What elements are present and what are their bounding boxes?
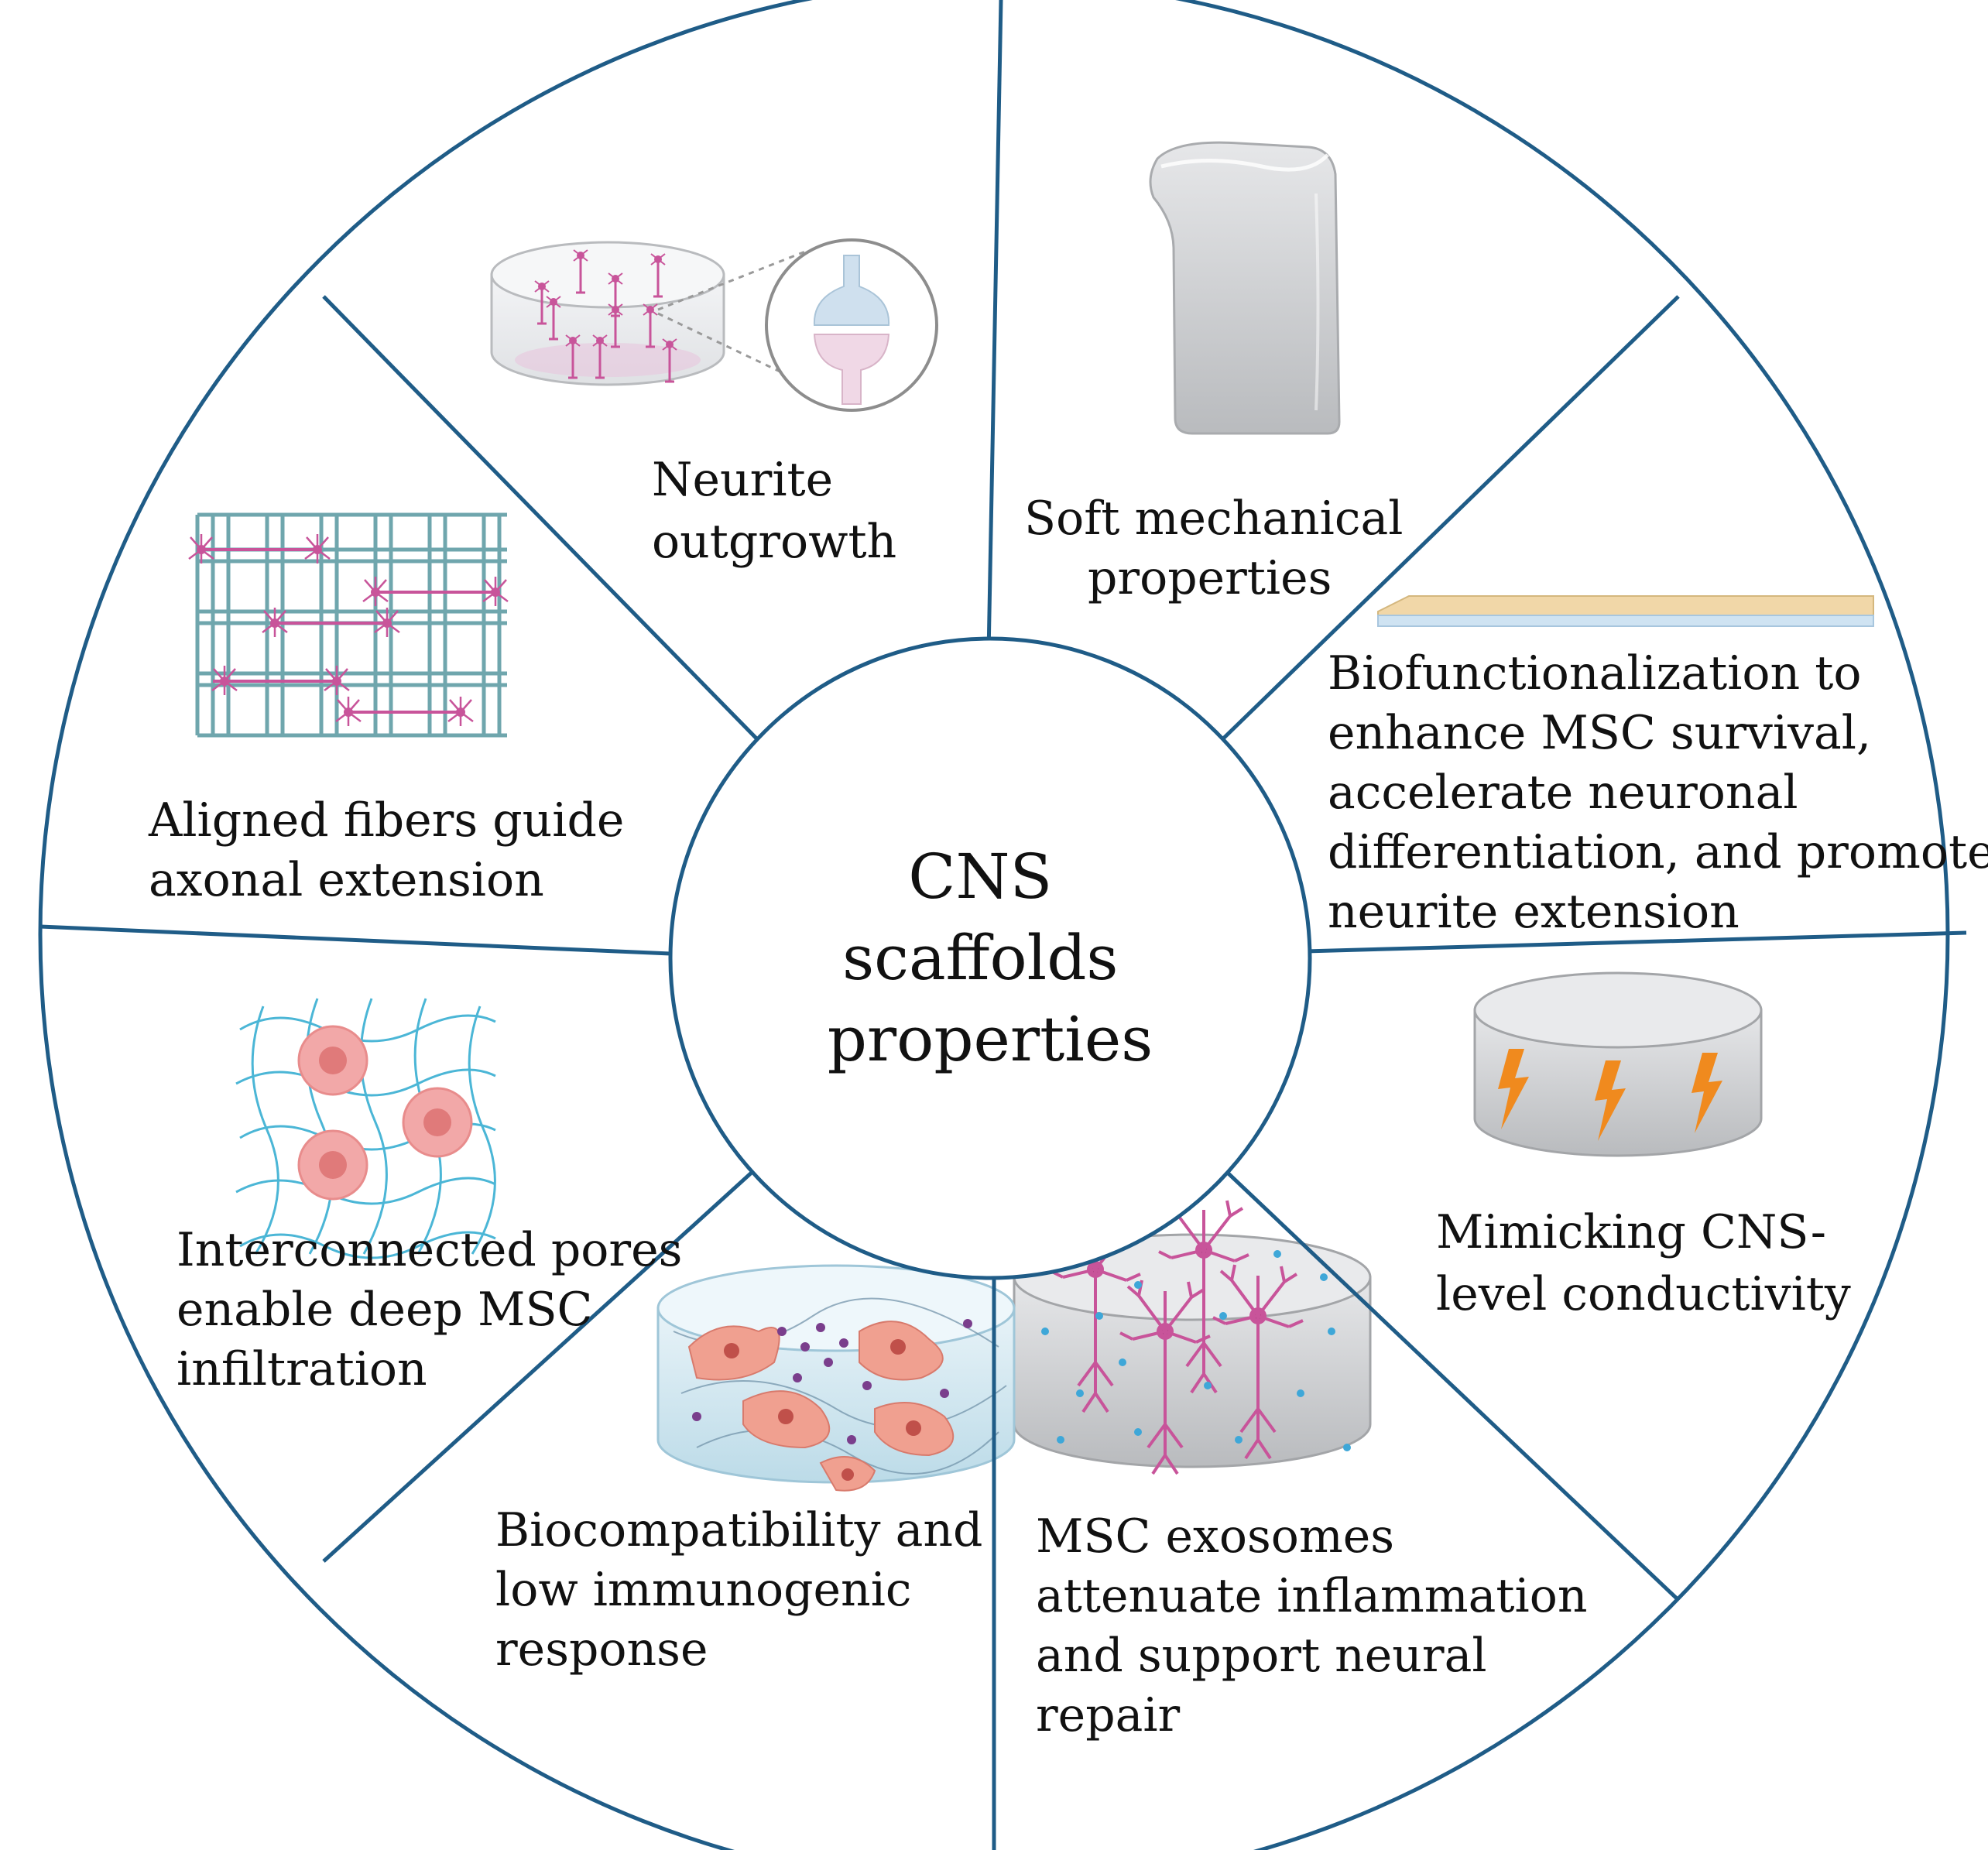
segment-label-interconnected-pores: Interconnected pores enable deep MSC inf… (177, 1223, 697, 1396)
conductive-scaffold-lightning-icon (1473, 971, 1763, 1157)
wheel-outline (38, 0, 1967, 1850)
cells-in-hydrogel-icon (656, 1264, 1016, 1492)
segment-label-biofunctionalization: Biofunctionalization to enhance MSC surv… (1328, 646, 1988, 939)
center-label-line: scaffolds (842, 922, 1118, 994)
center-circle (668, 636, 1312, 1280)
divider-top (986, 0, 1003, 655)
aligned-fiber-grid-icon (187, 512, 509, 738)
segment-label-conductivity: Mimicking CNS- level conductivity (1436, 1205, 1851, 1321)
segment-label-soft-mechanical: Soft mechanical properties (1024, 492, 1418, 605)
divider-upper-left (322, 295, 764, 746)
segment-label-aligned-fibers: Aligned fibers guide axonal extension (148, 793, 639, 907)
soft-gel-block-icon (1149, 141, 1341, 435)
center-label: CNS scaffolds properties (828, 841, 1153, 1075)
neurons-exosomes-scaffold-icon (1013, 1197, 1372, 1475)
divider-right (1304, 930, 1967, 954)
coated-layer-icon (1377, 595, 1874, 627)
neuron-scaffold-synapse-icon (490, 238, 938, 412)
segment-label-biocompatibility: Biocompatibility and low immunogenic res… (495, 1503, 997, 1677)
divider-lower-right (1215, 1161, 1680, 1602)
porous-network-cells-icon (235, 998, 496, 1259)
center-label-line: CNS (908, 841, 1052, 913)
divider-left (39, 924, 671, 956)
segment-label-exosomes: MSC exosomes attenuate inflammation and … (1036, 1509, 1602, 1742)
divider-upper-right (1215, 295, 1680, 746)
divider-lower-left (322, 1161, 764, 1563)
center-label-line: properties (828, 1003, 1153, 1075)
segment-label-neurite-outgrowth: Neurite outgrowth (652, 453, 896, 569)
